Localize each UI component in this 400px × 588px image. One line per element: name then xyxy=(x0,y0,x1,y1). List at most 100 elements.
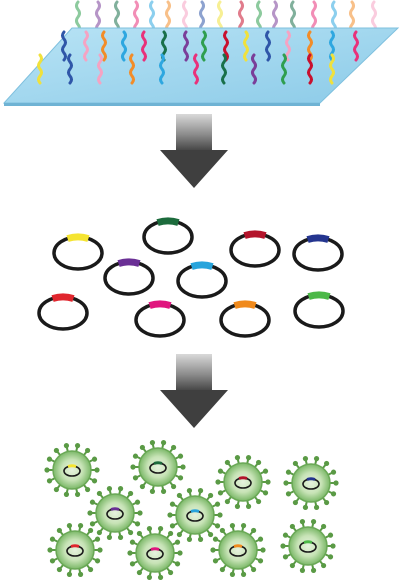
capsid-spike-tip xyxy=(87,510,93,516)
oligo-strand-group xyxy=(182,0,188,34)
array-slide-edge xyxy=(4,103,320,106)
capsid-spike-tip xyxy=(53,447,60,454)
oligo-strand-group xyxy=(133,0,139,34)
genome-insert xyxy=(190,509,200,513)
capsid-spike-tip xyxy=(229,571,236,577)
virus-particle xyxy=(44,443,100,497)
capsid-spike-tip xyxy=(240,523,247,529)
oligo-strand xyxy=(129,53,135,85)
capsid-spike-tip xyxy=(94,467,100,473)
capsid-spike-tip xyxy=(240,571,247,577)
capsid-spike-tip xyxy=(302,456,309,462)
capsid-spike-tip xyxy=(87,566,94,573)
capsid-spike-tip xyxy=(117,534,124,540)
capsid-spike-tip xyxy=(134,499,141,505)
down-arrow-icon xyxy=(160,114,228,188)
capsid-spike-tip xyxy=(63,491,70,497)
capsid-spike-tip xyxy=(146,574,153,580)
capsid-spike-tip xyxy=(49,558,56,564)
capsid-spike-tip xyxy=(177,550,183,556)
plasmid xyxy=(37,293,89,331)
capsid-spike-tip xyxy=(137,510,143,516)
plasmid-ring xyxy=(292,236,344,272)
oligo-strand xyxy=(141,30,147,62)
capsid-spike-tip xyxy=(299,567,306,573)
capsid-spike-tip xyxy=(330,491,337,497)
capsid-spike-tip xyxy=(217,512,223,518)
capsid-spike-tip xyxy=(282,532,289,538)
capsid-spike-tip xyxy=(167,512,173,518)
genome-insert xyxy=(233,544,243,548)
oligo-strand xyxy=(349,0,355,34)
oligo-strand xyxy=(182,0,188,34)
capsid-spike-tip xyxy=(130,464,136,470)
oligo-strand xyxy=(149,0,155,34)
plasmid xyxy=(142,217,194,255)
plasmid-insert xyxy=(243,230,267,239)
capsid xyxy=(291,463,331,503)
virus-particle xyxy=(215,455,271,509)
capsid-spike-tip xyxy=(224,498,231,505)
capsid-spike-tip xyxy=(134,521,141,527)
oligo-strands-front xyxy=(37,30,359,85)
capsid-spike-tip xyxy=(160,440,167,446)
capsid-spike-tip xyxy=(127,550,133,556)
plasmid-library-stage xyxy=(37,217,345,338)
capsid-spike-tip xyxy=(53,486,60,493)
capsid-spike-tip xyxy=(132,453,139,459)
virus-particle xyxy=(130,440,186,494)
plasmid-insert xyxy=(117,258,141,267)
capsid-spike-tip xyxy=(313,456,320,462)
capsid-spike-tip xyxy=(89,521,96,527)
capsid-spike-tip xyxy=(46,478,53,484)
oligo-strand xyxy=(272,0,278,34)
capsid-spike-tip xyxy=(177,453,184,459)
capsid-spike-tip xyxy=(289,562,296,569)
capsid-spike-tip xyxy=(174,539,181,545)
plasmid-insert xyxy=(66,233,90,242)
oligo-array-stage xyxy=(2,0,400,106)
plasmid-ring xyxy=(52,235,104,271)
virus-particle xyxy=(167,488,223,542)
capsid-spike-tip xyxy=(146,526,153,532)
capsid-spike-tip xyxy=(229,523,236,529)
capsid-spike-tip xyxy=(94,558,101,564)
plasmid-insert xyxy=(156,217,180,226)
plasmid-ring xyxy=(134,302,186,338)
capsid-spike-tip xyxy=(46,456,53,462)
capsid-spike-tip xyxy=(176,531,183,538)
capsid-spike-tip xyxy=(245,455,252,461)
oligo-strand-group xyxy=(165,0,171,34)
capsid-spike-tip xyxy=(96,490,103,497)
capsid-spike-tip xyxy=(257,536,264,542)
capsid-spike-tip xyxy=(310,519,317,525)
capsid-spike-tip xyxy=(280,543,286,549)
oligo-strand xyxy=(121,30,127,62)
capsid xyxy=(288,526,328,566)
plasmid-insert xyxy=(307,291,331,300)
genome-insert xyxy=(306,477,316,481)
capsid-spike-tip xyxy=(327,532,334,538)
capsid-spike-tip xyxy=(177,475,184,481)
oligo-strand xyxy=(353,30,359,62)
capsid-spike-tip xyxy=(149,440,156,446)
oligo-strand-group xyxy=(256,0,262,34)
plasmid xyxy=(293,291,345,329)
capsid-spike-tip xyxy=(160,488,167,494)
oligo-strand xyxy=(193,53,199,85)
capsid-spike-tip xyxy=(255,459,262,466)
capsid-spike-tip xyxy=(56,566,63,573)
capsid xyxy=(52,450,92,490)
capsid-spike-tip xyxy=(250,527,257,534)
oligo-strand xyxy=(307,53,313,85)
virus-particle xyxy=(210,523,266,577)
oligo-strand-group xyxy=(75,0,81,34)
capsid-spike-tip xyxy=(106,486,113,492)
capsid-spike-tip xyxy=(217,468,224,474)
oligo-strand xyxy=(165,0,171,34)
oligo-strand-group xyxy=(290,0,296,34)
plasmid-ring xyxy=(176,263,228,299)
capsid-spike-tip xyxy=(136,530,143,537)
capsid-spike-tip xyxy=(285,491,292,497)
genome-insert xyxy=(67,464,77,468)
